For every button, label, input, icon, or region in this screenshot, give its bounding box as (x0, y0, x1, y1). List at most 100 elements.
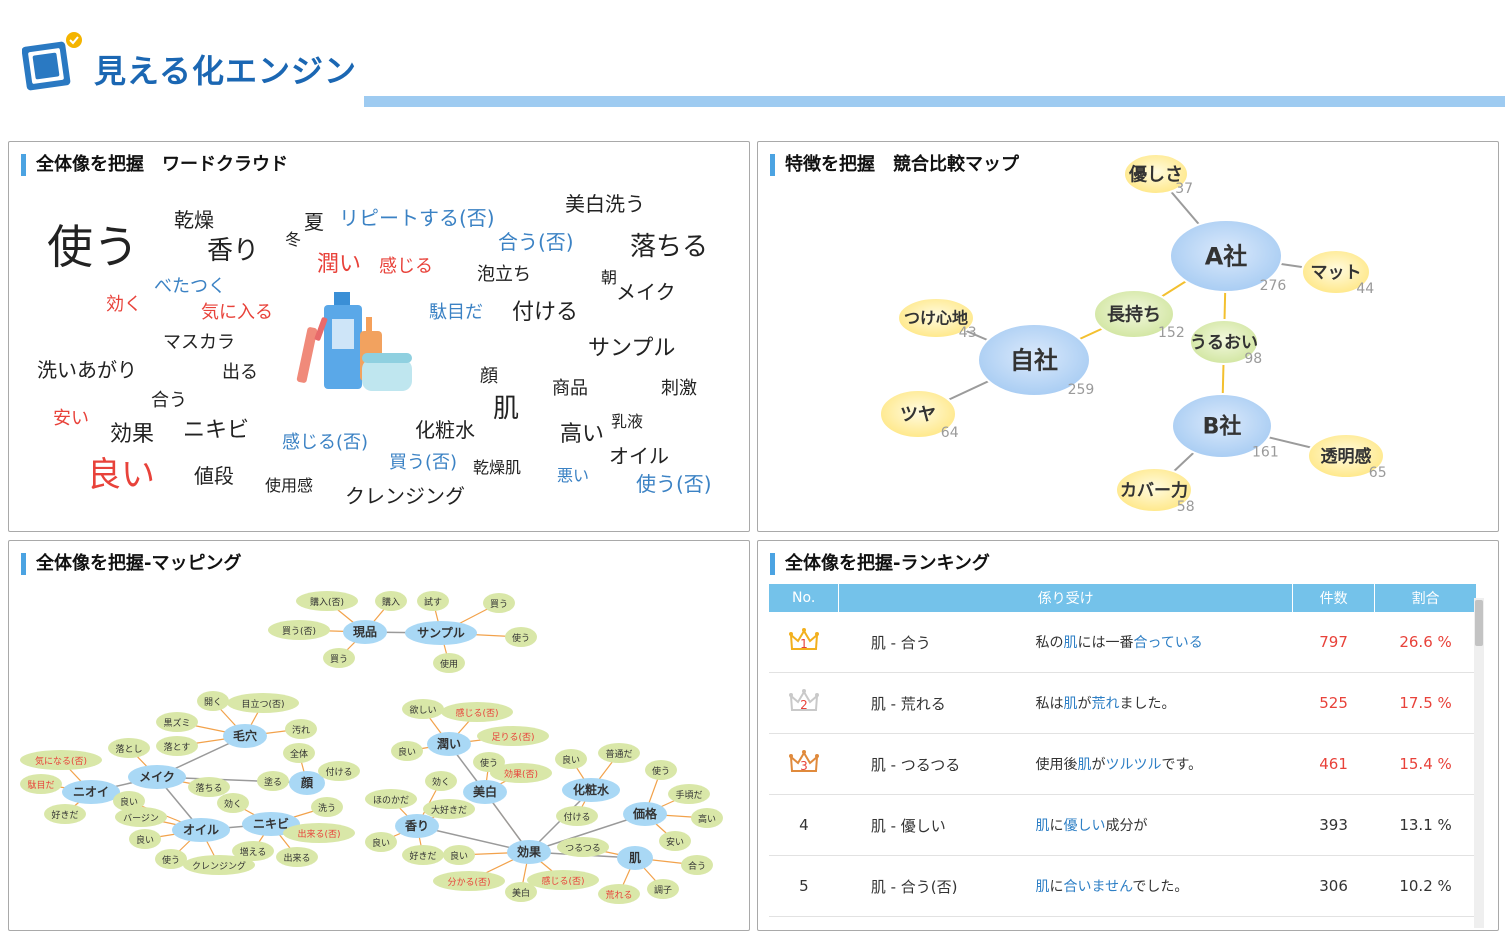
mapping-leaf-node[interactable]: 使用 (433, 653, 465, 673)
wordcloud-word[interactable]: 香り (207, 236, 260, 266)
mapping-leaf-node[interactable]: 黒ズミ (156, 712, 198, 732)
wordcloud-word[interactable]: 乾燥肌 (473, 458, 522, 477)
mapping-leaf-node[interactable]: 使う (155, 849, 187, 869)
wordcloud-word[interactable]: メイク (616, 280, 676, 304)
mapping-leaf-node[interactable]: 汚れ (285, 719, 317, 739)
mapping-leaf-node[interactable]: 全体 (283, 743, 315, 763)
wordcloud-word[interactable]: 効果 (110, 422, 155, 447)
wordcloud-word[interactable]: 良い (87, 455, 155, 495)
mapping-hub-node[interactable]: サンプル (405, 621, 477, 645)
mapping-leaf-node[interactable]: 買う (483, 593, 515, 613)
ranking-scrollbar[interactable] (1474, 598, 1484, 928)
wordcloud-word[interactable]: 使う(否) (636, 472, 712, 496)
mapping-leaf-node[interactable]: 購入(否) (296, 591, 358, 611)
wordcloud-word[interactable]: オイル (609, 444, 669, 468)
wordcloud-word[interactable]: 刺激 (661, 378, 697, 399)
mapping-leaf-node[interactable]: 調子 (647, 879, 679, 899)
mapping-leaf-node[interactable]: 手頃だ (668, 784, 710, 804)
mapping-hub-node[interactable]: オイル (172, 818, 230, 842)
mapping-leaf-node[interactable]: 気になる(否) (20, 750, 102, 770)
mapping-leaf-node[interactable]: 好きだ (44, 804, 86, 824)
wordcloud-word[interactable]: 夏 (304, 210, 324, 234)
mapping-leaf-node[interactable]: クレンジング (183, 855, 255, 875)
col-ratio[interactable]: 割合 (1374, 584, 1477, 612)
col-relation[interactable]: 係り受け (838, 584, 1294, 612)
mapping-leaf-node[interactable]: 増える (232, 841, 274, 861)
mapping-leaf-node[interactable]: ほのかだ (365, 789, 417, 809)
mapping-hub-node[interactable]: 現品 (343, 620, 387, 644)
mapping-leaf-node[interactable]: 合う (681, 855, 713, 875)
wordcloud-word[interactable]: 商品 (552, 378, 588, 399)
mapping-hub-node[interactable]: 毛穴 (223, 724, 267, 748)
wordcloud-word[interactable]: サンプル (588, 336, 676, 361)
wordcloud-word[interactable]: 悪い (557, 466, 590, 485)
wordcloud-word[interactable]: クレンジング (345, 484, 465, 508)
mapping-leaf-node[interactable]: 付ける (556, 806, 598, 826)
mapping-leaf-node[interactable]: 欲しい (402, 699, 444, 719)
mapping-hub-node[interactable]: ニオイ (62, 780, 120, 804)
wordcloud-word[interactable]: 洗いあがり (37, 358, 137, 382)
wordcloud-word[interactable]: 高い (560, 422, 605, 447)
mapping-leaf-node[interactable]: 洗う (311, 797, 343, 817)
mapping-leaf-node[interactable]: 良い (443, 845, 475, 865)
wordcloud-word[interactable]: 感じる (379, 256, 433, 277)
wordcloud-word[interactable]: 冬 (285, 230, 302, 249)
wordcloud-word[interactable]: 出る (222, 362, 258, 383)
mapping-leaf-node[interactable]: 美白 (505, 882, 537, 902)
wordcloud-word[interactable]: リピートする(否) (339, 206, 495, 230)
mapping-leaf-node[interactable]: 良い (113, 791, 145, 811)
mapping-hub-node[interactable]: 肌 (617, 846, 653, 870)
mapping-leaf-node[interactable]: 分かる(否) (433, 871, 505, 891)
mapping-leaf-node[interactable]: 出来る (276, 847, 318, 867)
wordcloud-word[interactable]: 泡立ち (477, 264, 531, 285)
wordcloud-word[interactable]: 感じる(否) (282, 432, 369, 453)
mapping-leaf-node[interactable]: 好きだ (402, 845, 444, 865)
mapping-leaf-node[interactable]: 落とす (156, 736, 198, 756)
wordcloud-word[interactable]: 駄目だ (429, 302, 483, 323)
wordcloud-word[interactable]: 合う(否) (498, 230, 574, 254)
mapping-leaf-node[interactable]: 大好きだ (423, 799, 475, 819)
mapping-leaf-node[interactable]: つるつる (557, 837, 609, 857)
wordcloud-word[interactable]: 使用感 (265, 476, 314, 495)
mapping-leaf-node[interactable]: 安い (659, 831, 691, 851)
mapping-leaf-node[interactable]: 買う(否) (268, 620, 330, 640)
mapping-leaf-node[interactable]: 買う (323, 648, 355, 668)
wordcloud-word[interactable]: 安い (53, 408, 89, 429)
mapping-hub-node[interactable]: 潤い (427, 732, 471, 756)
wordcloud-word[interactable]: 朝 (601, 268, 618, 287)
ranking-scroll-thumb[interactable] (1475, 600, 1483, 646)
mapping-leaf-node[interactable]: 効く (217, 793, 249, 813)
wordcloud-word[interactable]: 化粧水 (415, 418, 475, 442)
mapping-leaf-node[interactable]: 塗る (257, 771, 289, 791)
mapping-leaf-node[interactable]: 試す (417, 591, 449, 611)
mapping-leaf-node[interactable]: 高い (691, 808, 723, 828)
wordcloud-word[interactable]: 効く (106, 294, 142, 315)
mapping-leaf-node[interactable]: 感じる(否) (441, 702, 513, 722)
mapping-leaf-node[interactable]: 落とし (108, 738, 150, 758)
wordcloud-word[interactable]: 合う (151, 390, 187, 411)
wordcloud-word[interactable]: 付ける (512, 300, 579, 325)
wordcloud-word[interactable]: 美白洗う (565, 192, 645, 216)
mapping-leaf-node[interactable]: 良い (129, 829, 161, 849)
mapping-leaf-node[interactable]: 良い (555, 749, 587, 769)
mapping-leaf-node[interactable]: 駄目だ (20, 774, 62, 794)
mapping-leaf-node[interactable]: 出来る(否) (283, 823, 355, 843)
wordcloud-word[interactable]: 落ちる (630, 232, 709, 262)
mapping-hub-node[interactable]: 効果 (507, 840, 551, 864)
mapping-leaf-node[interactable]: 使う (505, 627, 537, 647)
col-count[interactable]: 件数 (1292, 584, 1376, 612)
wordcloud-word[interactable]: マスカラ (163, 332, 235, 353)
wordcloud-word[interactable]: 買う(否) (389, 452, 458, 473)
mapping-leaf-node[interactable]: 付ける (318, 761, 360, 781)
mapping-hub-node[interactable]: メイク (128, 765, 186, 789)
